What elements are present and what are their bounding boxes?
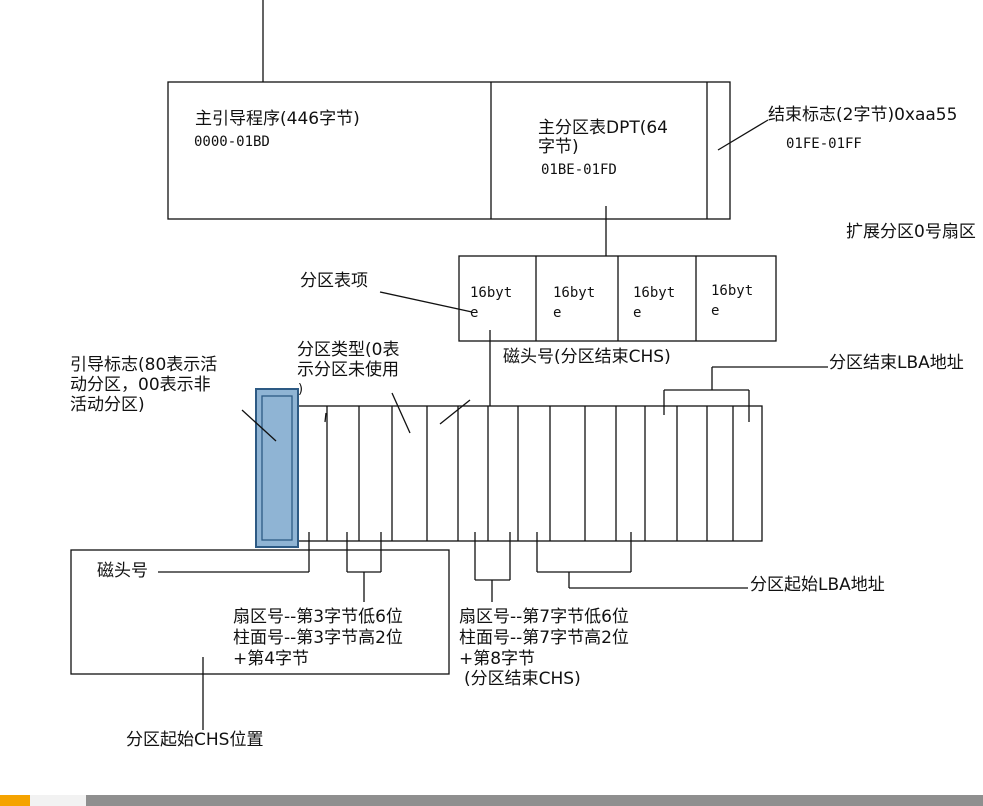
end-chs-line2: 柱面号--第7字节高2位 — [459, 628, 629, 648]
entry-cell-1: 16byt e — [470, 285, 513, 321]
end-lba-label: 分区结束LBA地址 — [829, 353, 964, 373]
end-flag-label: 结束标志(2字节)0xaa55 — [768, 105, 958, 125]
partition-entry-label: 分区表项 — [300, 271, 368, 291]
partition-type-line1: 分区类型(0表 — [297, 340, 400, 360]
scroll-accent-icon — [0, 795, 30, 806]
entry-cell-4: 16byt e — [711, 283, 754, 319]
boot-flag-line3: 活动分区) — [70, 395, 145, 415]
end-chs-line3: +第8字节 — [459, 649, 536, 669]
dpt-range: 01BE-01FD — [541, 162, 617, 178]
boot-flag-byte — [255, 388, 299, 548]
entry-cell-2: 16byt e — [553, 285, 596, 321]
end-flag-range: 01FE-01FF — [786, 136, 862, 152]
end-chs-line4: (分区结束CHS) — [464, 669, 581, 689]
boot-code-label: 主引导程序(446字节) — [195, 109, 360, 129]
boot-code-range: 0000-01BD — [194, 134, 270, 150]
start-chs-line1: 扇区号--第3字节低6位 — [233, 607, 403, 627]
dpt-label-line2: 字节) — [538, 137, 579, 157]
boot-flag-line1: 引导标志(80表示活 — [70, 355, 218, 375]
entry-cell-3: 16byt e — [633, 285, 676, 321]
start-lba-label: 分区起始LBA地址 — [750, 575, 885, 595]
start-chs-box — [70, 549, 450, 675]
dpt-label-line1: 主分区表DPT(64 — [538, 118, 668, 138]
end-head-label: 磁头号(分区结束CHS) — [503, 347, 671, 367]
start-head-label: 磁头号 — [97, 561, 148, 581]
start-chs-label: 分区起始CHS位置 — [126, 730, 264, 750]
boot-flag-line2: 动分区，00表示非 — [70, 375, 211, 395]
partition-type-line3: ) — [298, 382, 304, 397]
scrollbar-thumb[interactable] — [86, 795, 983, 806]
partition-type-line2: 示分区未使用 — [297, 360, 399, 380]
mbr-box — [167, 81, 731, 220]
byte-field-strip — [255, 405, 763, 542]
horizontal-scrollbar[interactable] — [0, 795, 983, 806]
start-chs-line3: +第4字节 — [233, 649, 310, 669]
end-chs-line1: 扇区号--第7字节低6位 — [459, 607, 629, 627]
start-chs-line2: 柱面号--第3字节高2位 — [233, 628, 403, 648]
extended-partition-label: 扩展分区0号扇区 — [846, 222, 976, 242]
